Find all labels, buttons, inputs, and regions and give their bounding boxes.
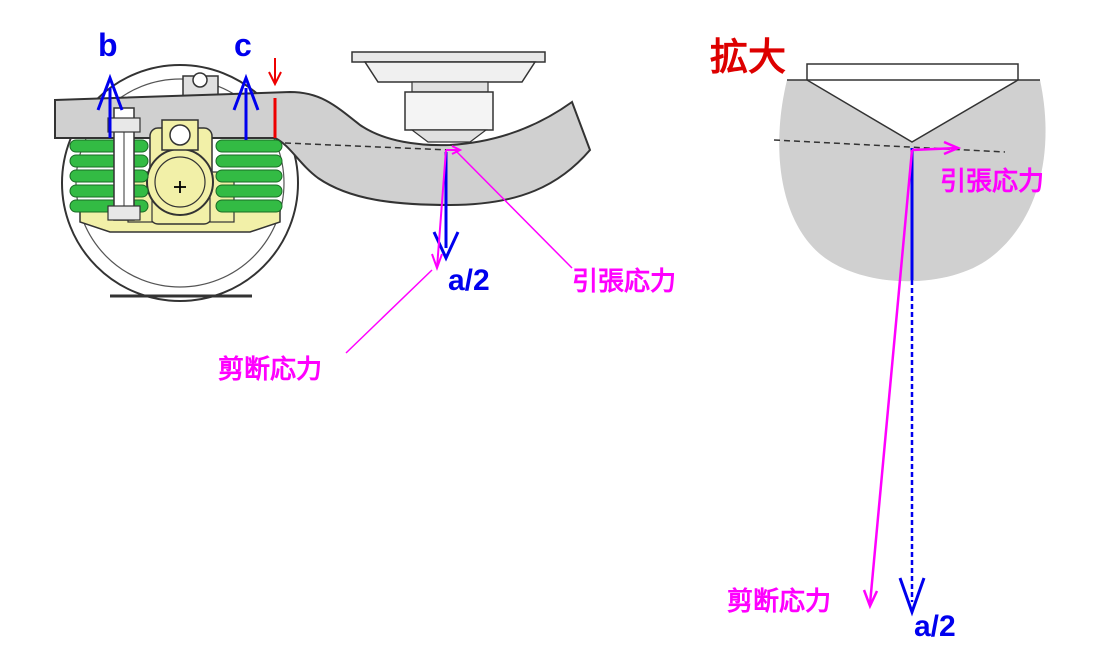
spring-bolt	[107, 107, 141, 221]
red-marker-arrow	[268, 58, 282, 138]
label-a-half-right: a/2	[914, 610, 956, 643]
label-a-half-left: a/2	[448, 264, 490, 297]
neutral-axis-left	[284, 142, 451, 151]
shear-stress-enlarged	[862, 149, 914, 610]
label-shear-left: 剪断応力	[218, 354, 322, 385]
enlarged-bowl	[806, 63, 1019, 143]
label-shear-right: 剪断応力	[727, 586, 831, 617]
force-arrow-c	[232, 73, 260, 140]
label-tension-right: 引張応力	[940, 166, 1044, 197]
spring-left	[69, 139, 149, 213]
label-c: c	[234, 27, 252, 63]
force-arrow-b	[96, 73, 124, 138]
shear-stress-left	[345, 149, 447, 354]
enlarged-view	[773, 63, 1046, 617]
force-arrow-a-half-enlarged	[898, 148, 926, 617]
bogie-side-view	[54, 51, 592, 354]
tension-stress-left	[446, 145, 573, 269]
bolster-bowl	[351, 51, 546, 143]
force-arrow-a-half	[432, 152, 460, 262]
label-zoom-title: 拡大	[710, 35, 786, 79]
label-b: b	[98, 27, 118, 63]
neutral-axis-right	[773, 139, 1006, 153]
spring-right	[215, 139, 283, 213]
tension-stress-enlarged	[911, 140, 962, 156]
axle-center-plus-icon	[174, 181, 186, 193]
label-tension-left: 引張応力	[572, 266, 676, 297]
